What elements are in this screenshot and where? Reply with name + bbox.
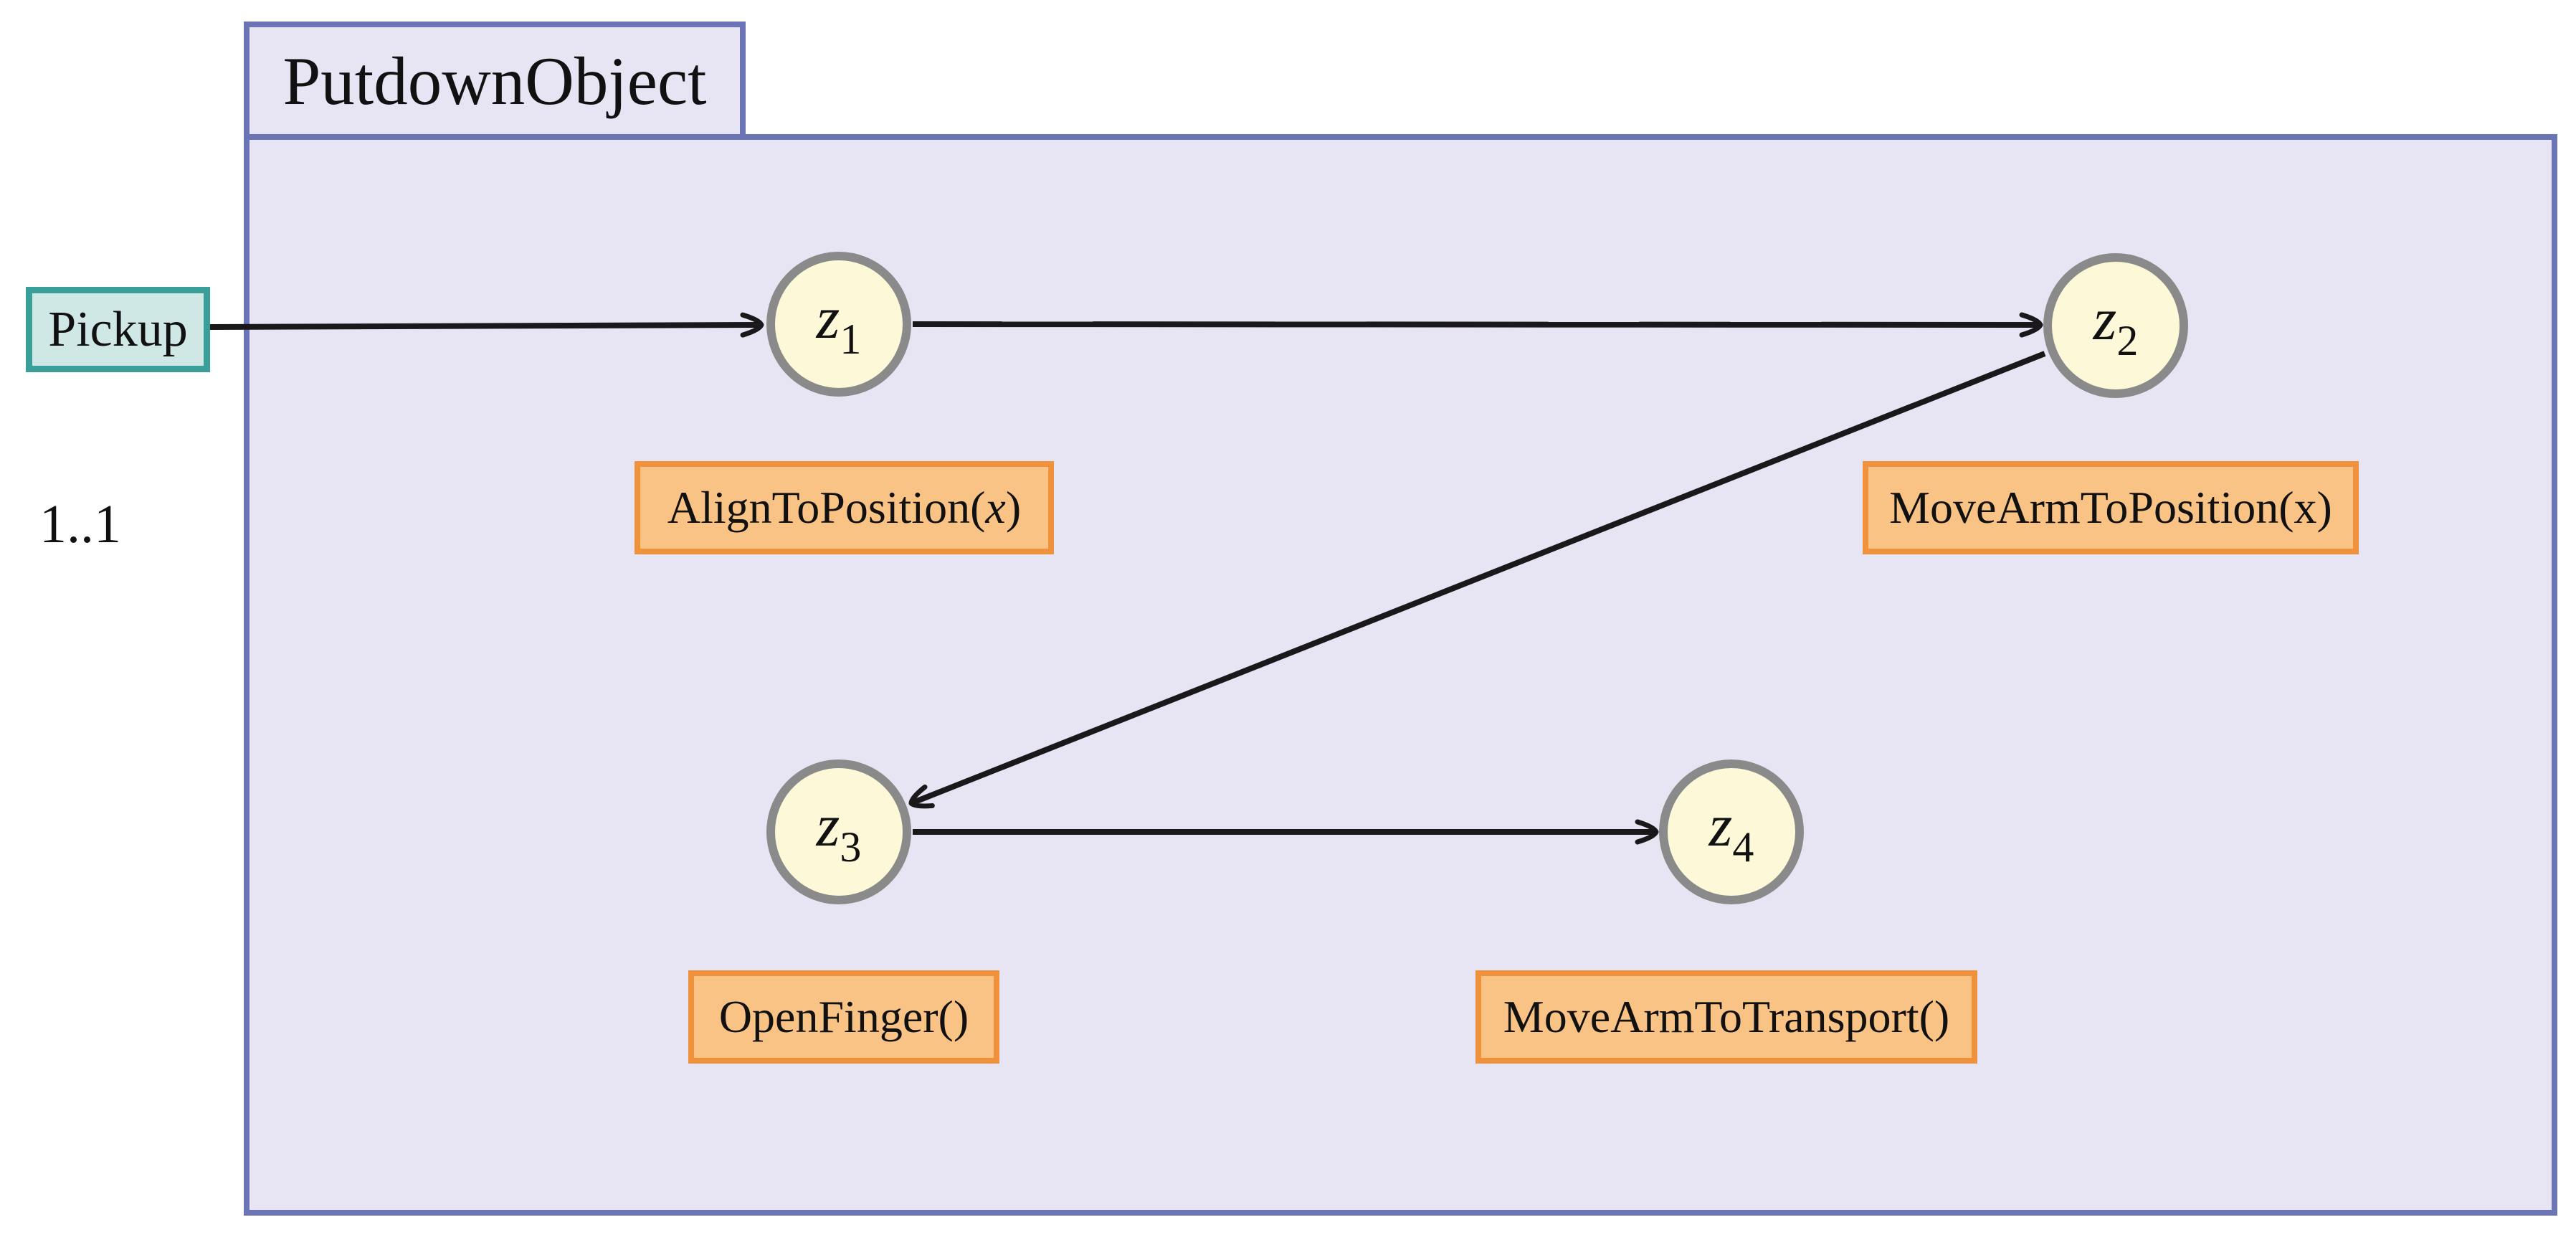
action-label-align-to-position: AlignToPosition(x) <box>635 461 1054 554</box>
state-node-z4: z4 <box>1659 759 1804 904</box>
action-arg: x <box>2294 482 2317 533</box>
action-label-move-arm-to-position: MoveArmToPosition(x) <box>1863 461 2359 554</box>
action-text: AlignToPosition( <box>667 482 986 533</box>
action-text: MoveArmToPosition( <box>1889 482 2294 533</box>
entry-label: Pickup <box>48 301 188 357</box>
action-text: ) <box>1934 991 1950 1042</box>
state-label-z1: z1 <box>816 284 862 363</box>
skill-title: PutdownObject <box>282 42 707 119</box>
action-text: OpenFinger( <box>718 991 954 1042</box>
action-label-open-finger: OpenFinger() <box>688 970 999 1064</box>
state-node-z3: z3 <box>766 759 911 904</box>
action-label-move-arm-to-transport: MoveArmToTransport() <box>1475 970 1977 1064</box>
state-label-z3: z3 <box>816 792 862 871</box>
cardinality-label: 1..1 <box>39 494 121 554</box>
action-text: ) <box>2316 482 2332 533</box>
state-label-z2: z2 <box>2093 285 2139 364</box>
skill-container <box>244 134 2557 1216</box>
action-text: ) <box>953 991 969 1042</box>
entry-node-pickup: Pickup <box>26 287 210 372</box>
action-text: MoveArmToTransport( <box>1503 991 1934 1042</box>
state-node-z1: z1 <box>766 252 911 397</box>
state-label-z4: z4 <box>1708 792 1754 871</box>
state-node-z2: z2 <box>2043 253 2188 398</box>
action-text: ) <box>1005 482 1022 533</box>
skill-title-box: PutdownObject <box>244 22 746 140</box>
action-arg: x <box>985 482 1006 533</box>
